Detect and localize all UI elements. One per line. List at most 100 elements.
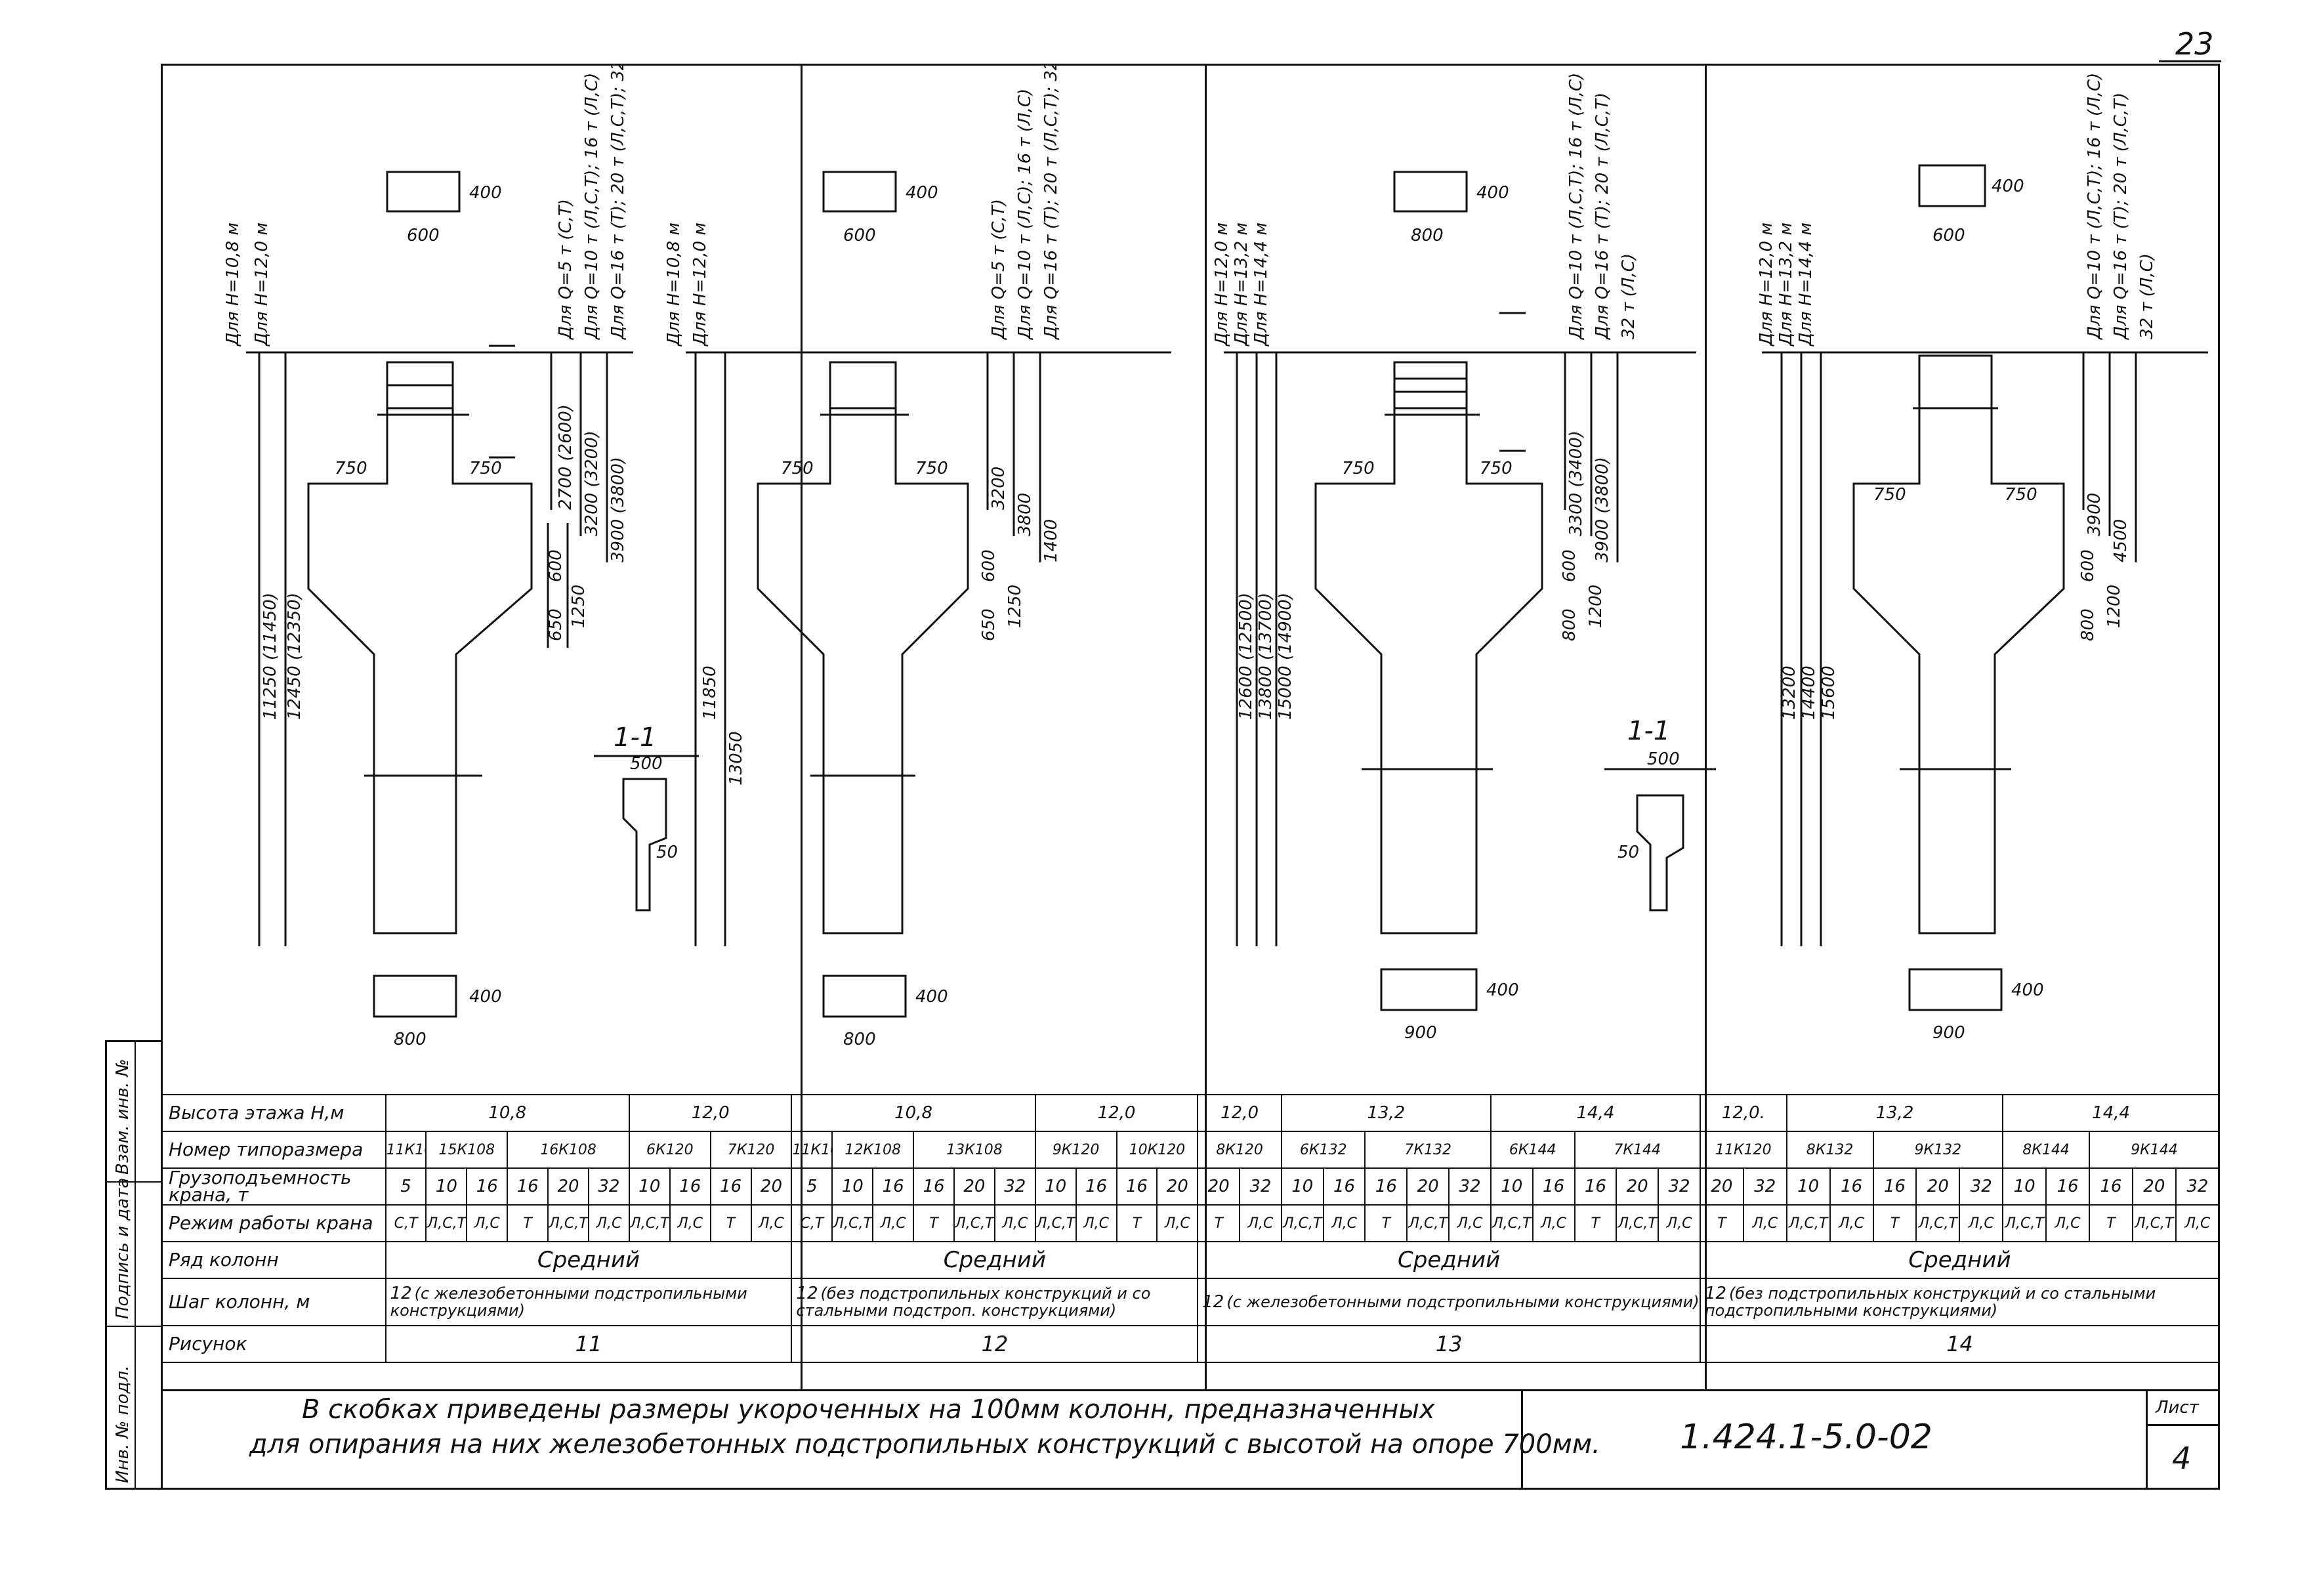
type-cell: 9К132 — [1872, 1131, 2004, 1169]
height-cell: 10,8 — [791, 1094, 1036, 1132]
load-cell: 16 — [466, 1167, 509, 1206]
load-cell: 16 — [669, 1167, 711, 1206]
load-cell: 16 — [872, 1167, 915, 1206]
load-cell: 10 — [1034, 1167, 1077, 1206]
d12-console-dim-a: 600 — [979, 549, 999, 582]
mode-cell: Л,С,Т — [1406, 1204, 1450, 1242]
d13-total-b: 13800 (13700) — [1256, 593, 1276, 720]
mode-cell: Л,С — [1075, 1204, 1117, 1242]
d12-total-a: 11850 — [700, 665, 720, 720]
d13-section-label: 1-1 — [1627, 716, 1670, 746]
d12-top-depth: 400 — [906, 183, 938, 203]
type-cell: 11К108 — [385, 1131, 427, 1169]
d11-bottom-width: 800 — [394, 1030, 427, 1049]
mode-cell: Л,С — [1742, 1204, 1787, 1242]
d11-upper-b: 3200 (3200) — [582, 430, 602, 536]
d12-height-b: Для H=12,0 м — [690, 222, 710, 346]
d12-console-dim-b: 650 — [979, 608, 999, 641]
load-cell: 20 — [1197, 1167, 1241, 1206]
d13-bottom-depth: 400 — [1486, 980, 1519, 1000]
mode-cell: Т — [1197, 1204, 1241, 1242]
sheet-frame — [161, 64, 2220, 1490]
d14-upper-a: 3900 — [2085, 493, 2104, 536]
d14-total-a: 13200 — [1780, 665, 1799, 720]
d11-console-dim-b: 650 — [546, 608, 566, 641]
d11-upper-a: 2700 (2600) — [556, 404, 575, 510]
load-cell: 16 — [709, 1167, 752, 1206]
mode-cell: Л,С,Т — [1280, 1204, 1324, 1242]
row-label: Режим работы крана — [161, 1204, 386, 1242]
type-cell: 11К120 — [1699, 1131, 1787, 1169]
row-label: Рисунок — [161, 1325, 386, 1363]
row-cell: Средний — [1197, 1241, 1701, 1279]
d11-console-left: 750 — [335, 459, 367, 478]
row-label: Грузоподъемность крана, т — [161, 1167, 386, 1206]
d12-height-a: Для H=10,8 м — [664, 222, 684, 346]
d14-load-a: Для Q=10 т (Л,С,Т); 16 т (Л,С) — [2085, 73, 2104, 340]
d14-bottom-depth: 400 — [2011, 980, 2044, 1000]
load-cell: 16 — [507, 1167, 549, 1206]
drawing-11 — [246, 171, 699, 1018]
stamp-replace: Взам. инв. № — [113, 1059, 133, 1175]
type-cell: 10К120 — [1116, 1131, 1199, 1169]
sheet-number-rule — [2159, 60, 2221, 62]
d12-upper-b: 3800 — [1015, 493, 1035, 536]
type-cell: 6К144 — [1490, 1131, 1576, 1169]
mode-cell: Л,С — [750, 1204, 793, 1242]
mode-cell: Л,С — [993, 1204, 1036, 1242]
d14-bottom-width: 900 — [1932, 1023, 1965, 1043]
title-block — [1521, 1389, 2220, 1490]
mode-cell: Л,С,Т — [1616, 1204, 1659, 1242]
load-cell: 16 — [1364, 1167, 1408, 1206]
mode-cell: Л,С — [669, 1204, 711, 1242]
mode-cell: Л,С,Т — [425, 1204, 468, 1242]
load-cell: 20 — [1406, 1167, 1450, 1206]
d12-upper-a: 3200 — [989, 467, 1009, 510]
d14-height-c: Для H=14,4 м — [1796, 222, 1816, 346]
drawing-13 — [1224, 171, 1716, 1011]
row-cell: Средний — [385, 1241, 793, 1279]
mode-cell: Л,С — [1829, 1204, 1874, 1242]
d13-load-b: Для Q=16 т (Т); 20 т (Л,С,Т) — [1593, 93, 1612, 340]
height-cell: 13,2 — [1785, 1094, 2004, 1132]
mode-cell: Л,С — [587, 1204, 630, 1242]
d12-bottom-depth: 400 — [915, 987, 948, 1007]
row-cell: Средний — [1699, 1241, 2221, 1279]
load-cell: 16 — [1574, 1167, 1618, 1206]
step-cell: 12(без подстропильных конструкций и со с… — [791, 1278, 1199, 1326]
stamp-inventory: Инв. № подл. — [113, 1365, 133, 1483]
mode-cell: Л,С — [1448, 1204, 1492, 1242]
step-cell: 12(без подстропильных конструкций и со с… — [1699, 1278, 2221, 1326]
type-cell: 16К108 — [507, 1131, 630, 1169]
type-cell: 6К132 — [1280, 1131, 1366, 1169]
mode-cell: Л,С — [466, 1204, 509, 1242]
figure-cell: 14 — [1699, 1325, 2221, 1363]
d12-load-a: Для Q=5 т (С,Т) — [989, 199, 1009, 340]
load-cell: 32 — [2175, 1167, 2221, 1206]
d14-total-c: 15600 — [1819, 665, 1839, 720]
spec-row: Номер типоразмера11К10815К10816К1086К120… — [161, 1131, 2220, 1169]
d11-console-dim-a: 600 — [546, 549, 566, 582]
d13-height-c: Для H=14,4 м — [1251, 222, 1271, 346]
drawings-canvas: 600 400 800 400 750 750 1-1 500 50 Для H… — [223, 64, 2208, 1049]
height-cell: 14,4 — [1490, 1094, 1701, 1132]
doc-code: 1.424.1-5.0-02 — [1680, 1418, 1932, 1457]
d13-console-left: 750 — [1342, 459, 1375, 478]
d14-load-c: 32 т (Л,С) — [2137, 253, 2157, 339]
mode-cell: Л,С — [1959, 1204, 2004, 1242]
load-cell: 20 — [1156, 1167, 1199, 1206]
mode-cell: Т — [1872, 1204, 1917, 1242]
mode-cell: Т — [709, 1204, 752, 1242]
figure-cell: 13 — [1197, 1325, 1701, 1363]
d14-console-right: 750 — [2005, 485, 2037, 505]
type-cell: 8К132 — [1785, 1131, 1874, 1169]
d12-top-width: 600 — [843, 226, 876, 245]
step-cell: 12(с железобетонными подстропильными кон… — [385, 1278, 793, 1326]
height-cell: 10,8 — [385, 1094, 630, 1132]
load-cell: 16 — [1322, 1167, 1366, 1206]
